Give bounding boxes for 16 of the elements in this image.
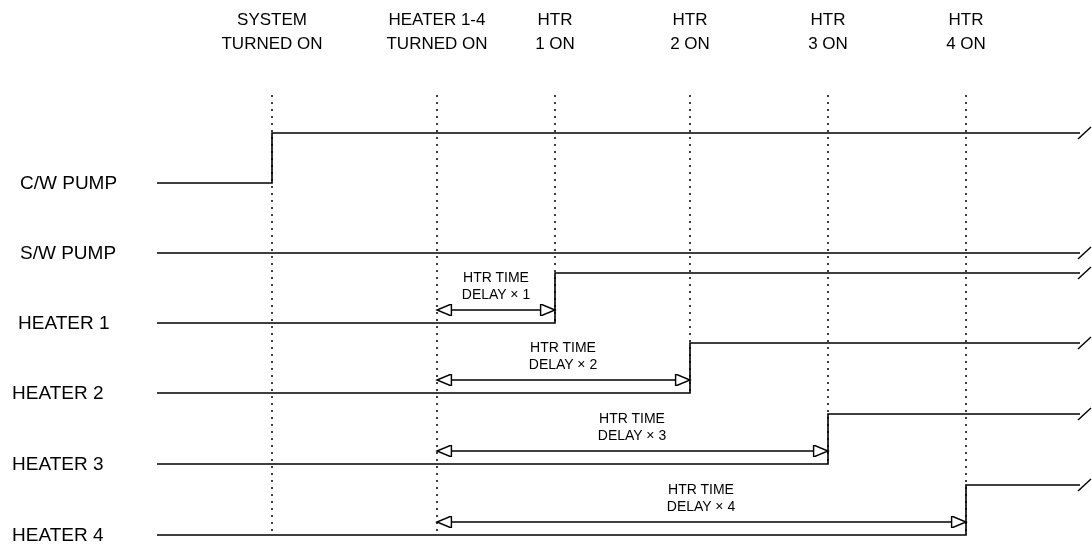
delay-label: HTR TIME DELAY × 4 — [665, 481, 737, 515]
column-heading: HEATER 1-4 TURNED ON — [385, 9, 489, 55]
signal-name: HEATER 3 — [12, 453, 104, 475]
column-heading: HTR 3 ON — [807, 9, 849, 55]
column-heading: HTR 1 ON — [534, 9, 576, 55]
column-heading: HTR 2 ON — [669, 9, 711, 55]
signal-name: HEATER 2 — [12, 382, 104, 404]
delay-label: HTR TIME DELAY × 1 — [460, 269, 532, 303]
column-heading: HTR 4 ON — [945, 9, 987, 55]
signal-name: S/W PUMP — [20, 242, 117, 264]
delay-label: HTR TIME DELAY × 2 — [527, 339, 599, 373]
signal-name: HEATER 4 — [12, 524, 104, 546]
signal-name: C/W PUMP — [20, 172, 118, 194]
signal-name: HEATER 1 — [18, 312, 110, 334]
delay-label: HTR TIME DELAY × 3 — [596, 410, 668, 444]
column-heading: SYSTEM TURNED ON — [220, 9, 324, 55]
